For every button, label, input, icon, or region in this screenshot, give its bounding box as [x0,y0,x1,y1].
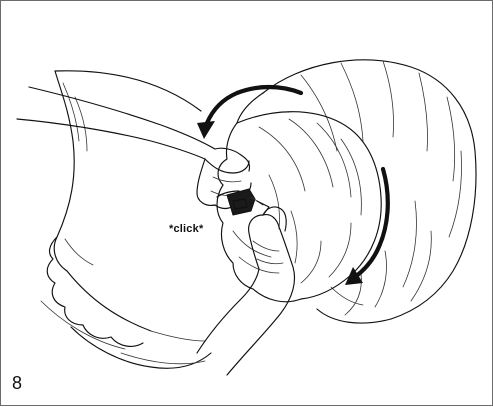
left-pillow [54,71,201,331]
step-number: 8 [12,373,22,394]
buckle [217,189,269,215]
curved-arrow-clockwise-icon [345,169,388,285]
curved-arrow-counterclockwise-icon [197,87,301,139]
click-annotation: *click* [169,223,203,235]
blanket-ruffle [41,237,211,368]
right-arm [197,207,295,375]
